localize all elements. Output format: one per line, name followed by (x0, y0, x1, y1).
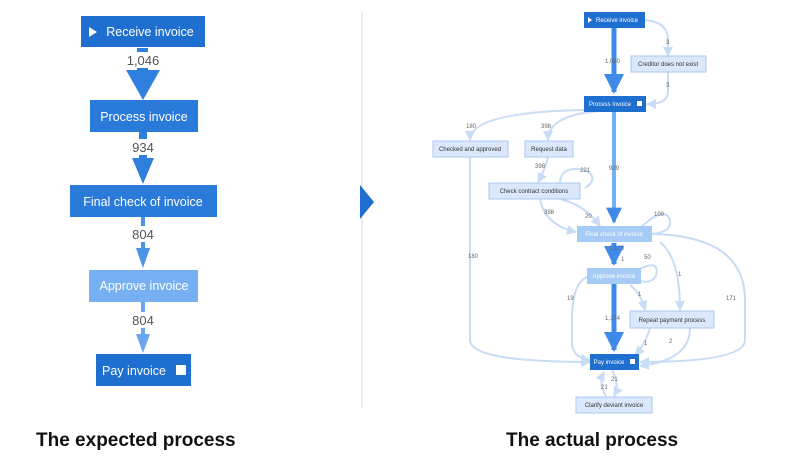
transition-chevron-icon (360, 185, 374, 219)
edge-contract-final (539, 198, 577, 235)
node-pay-invoice: Pay invoice (590, 354, 639, 370)
edge-request-contract (537, 156, 549, 183)
expected-count-4: 804 (132, 313, 154, 328)
expected-step-approve-invoice: Approve invoice (89, 270, 198, 302)
edge-label: 2 (669, 339, 673, 345)
node-label: Approve invoice (593, 274, 636, 280)
edge-label: 1 (638, 292, 642, 298)
node-label: Check contract conditions (500, 189, 569, 195)
edge-process-request (543, 110, 601, 141)
expected-step-label: Process invoice (100, 110, 188, 124)
expected-step-label: Final check of invoice (83, 195, 203, 209)
edge-label: 398 (541, 124, 552, 130)
expected-step-label: Approve invoice (100, 279, 189, 293)
edge-final-repeat (659, 241, 685, 311)
edge-label: 3 (666, 83, 670, 89)
edge-label: 1,174 (605, 316, 621, 322)
edge-label: 398 (535, 164, 546, 170)
edge-label: 1,080 (605, 59, 621, 65)
edge-label: 100 (654, 212, 665, 218)
play-icon (89, 27, 97, 37)
expected-step-pay-invoice: Pay invoice (96, 354, 191, 386)
stop-icon (630, 359, 635, 364)
edge-label: 1 (621, 257, 625, 263)
node-checked-and-approved: Checked and approved (432, 140, 509, 158)
edge-label: 221 (580, 168, 591, 174)
node-label: Final check of invoice (585, 232, 643, 238)
edge-label: 20 (585, 214, 592, 220)
edge-repeat-pay-1 (634, 327, 651, 356)
edge-contract-final-2 (559, 198, 601, 227)
expected-count-3: 804 (132, 227, 154, 242)
edge-approve-loop (637, 264, 658, 283)
edge-label: 21 (611, 377, 618, 383)
edge-label: 180 (466, 124, 477, 130)
edge-checked-pay (469, 157, 591, 367)
expected-caption: The expected process (36, 430, 236, 451)
edge-label: 19 (567, 296, 574, 302)
expected-step-final-check: Final check of invoice (70, 185, 217, 217)
edge-label: 180 (468, 254, 479, 260)
node-label: Pay invoice (594, 360, 625, 366)
edge-label: 1 (678, 272, 682, 278)
edge-label: 398 (544, 210, 555, 216)
node-label: Repeat payment process (639, 318, 706, 324)
edge-pay-clarify (611, 369, 623, 397)
node-creditor-does-not-exist: Creditor does not exist (630, 55, 707, 73)
stop-icon (176, 365, 186, 375)
expected-edge-3 (136, 217, 150, 268)
edge-creditor-process (646, 72, 669, 109)
node-process-invoice: Process invoice (584, 96, 646, 112)
edge-final-right (639, 233, 746, 367)
actual-caption: The actual process (506, 430, 679, 451)
node-approve-invoice: Approve invoice (587, 268, 641, 284)
node-check-contract-conditions: Check contract conditions (488, 182, 581, 200)
node-label: Request data (531, 147, 567, 153)
expected-count-1: 1,046 (127, 53, 160, 68)
node-label: Clarify deviant invoice (585, 403, 644, 409)
expected-count-2: 934 (132, 140, 154, 155)
edge-contract-loop (559, 168, 594, 189)
edge-label: 50 (644, 255, 651, 261)
edge-receive-creditor (644, 19, 673, 57)
node-repeat-payment-process: Repeat payment process (629, 310, 715, 329)
edge-repeat-pay-2 (639, 327, 691, 370)
edge-approve-left (571, 275, 591, 364)
edge-label: 929 (609, 166, 620, 172)
expected-step-receive-invoice: Receive invoice (81, 16, 205, 47)
expected-step-label: Pay invoice (102, 364, 166, 378)
edge-label: 1,175 (609, 246, 625, 252)
expected-process: 1,046 934 804 804 Receive invoice Proces… (70, 16, 217, 386)
edge-clarify-pay (595, 371, 607, 397)
play-icon (588, 17, 592, 23)
node-label: Creditor does not exist (638, 62, 698, 68)
node-receive-invoice: Receive invoice (584, 12, 645, 28)
node-label: Checked and approved (439, 147, 501, 153)
node-request-data: Request data (524, 140, 574, 158)
expected-step-label: Receive invoice (106, 25, 194, 39)
edge-label: 1 (644, 341, 648, 347)
edge-process-checked (465, 109, 586, 141)
edge-label: 171 (726, 296, 737, 302)
expected-step-process-invoice: Process invoice (90, 100, 198, 132)
edge-label: 3 (666, 40, 670, 46)
node-final-check-of-invoice: Final check of invoice (577, 226, 652, 242)
actual-process: 3 3 1,080 180 398 398 221 398 20 929 100… (432, 12, 746, 414)
edge-final-loop (639, 213, 672, 235)
node-clarify-deviant-invoice: Clarify deviant invoice (575, 396, 653, 414)
node-label: Process invoice (589, 102, 632, 108)
node-label: Receive invoice (596, 18, 639, 24)
edge-label: 21 (601, 385, 608, 391)
stop-icon (637, 101, 642, 106)
edge-approve-repeat (629, 284, 648, 311)
